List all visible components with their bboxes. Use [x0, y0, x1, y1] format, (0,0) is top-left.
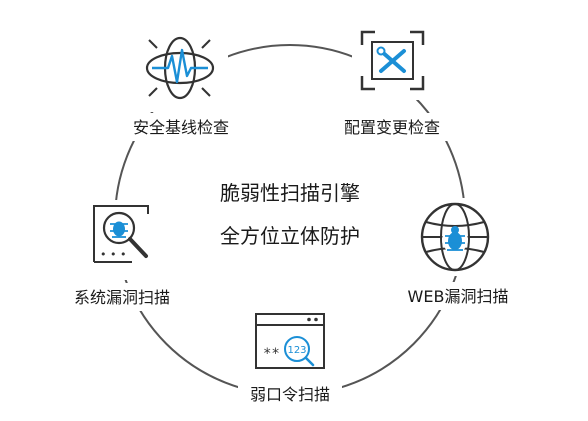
node-weak-password-scan: ** 123 弱口令扫描	[238, 306, 342, 408]
system-dots: • • •	[100, 248, 126, 261]
password-mask: **	[263, 346, 280, 362]
node-baseline-label: 安全基线检查	[133, 118, 229, 137]
node-system-vuln-scan: • • • 系统漏洞扫描	[58, 200, 188, 311]
tools-frame-icon	[360, 30, 425, 91]
password-badge: 123	[287, 345, 306, 356]
globe-bug-icon	[420, 202, 490, 272]
node-config-label: 配置变更检查	[344, 118, 440, 137]
node-web-label: WEB漏洞扫描	[408, 287, 509, 306]
node-system-label: 系统漏洞扫描	[74, 288, 170, 307]
node-config-check: 配置变更检查	[320, 24, 460, 141]
heartbeat-orbit-icon	[145, 36, 215, 100]
center-title-line2: 全方位立体防护	[220, 224, 360, 248]
bug-magnifier-icon: • • •	[93, 205, 149, 263]
node-web-vuln-scan: WEB漏洞扫描	[392, 198, 524, 310]
center-title-line1: 脆弱性扫描引擎	[220, 181, 360, 205]
password-window-icon: ** 123	[255, 313, 325, 369]
node-baseline-check: 安全基线检查	[115, 30, 245, 141]
node-password-label: 弱口令扫描	[250, 385, 330, 404]
